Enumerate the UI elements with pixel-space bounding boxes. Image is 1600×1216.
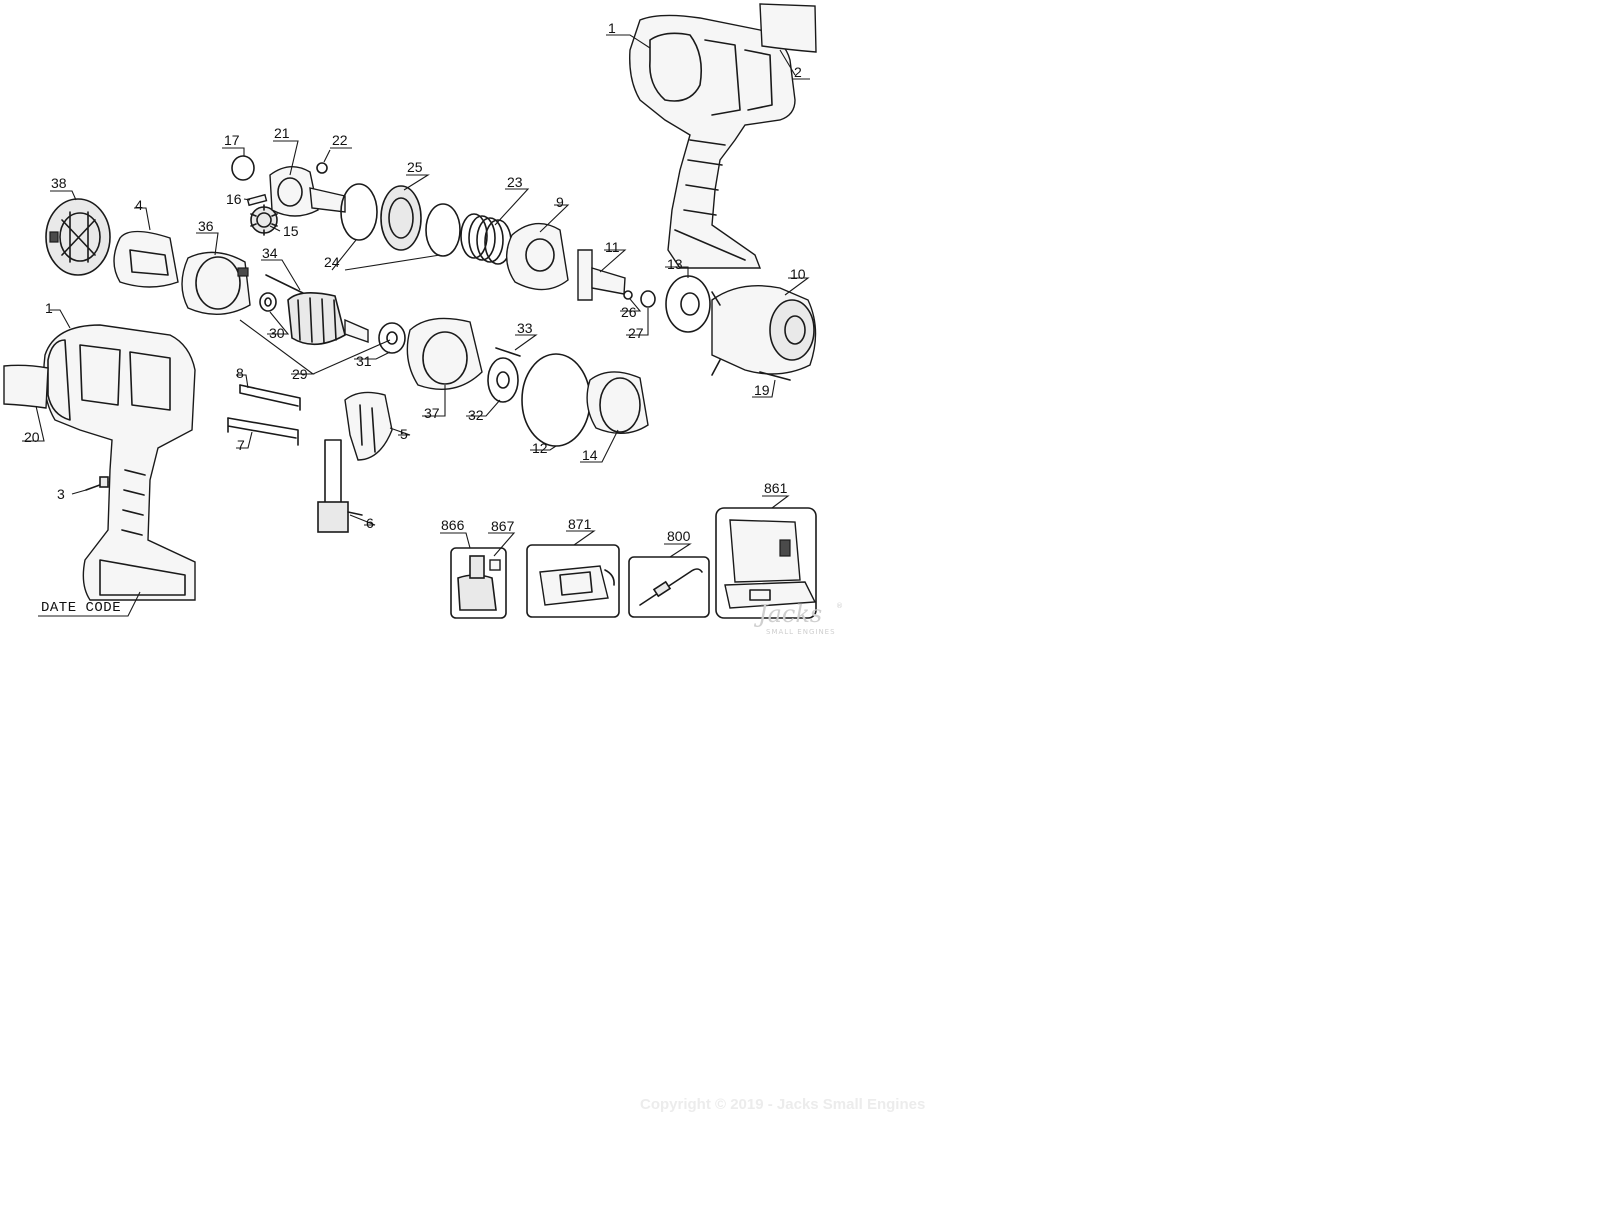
case-861-box <box>715 507 817 619</box>
anvil-11-drawing <box>577 249 626 301</box>
callout-8: 8 <box>236 365 244 381</box>
pin-33-drawing <box>495 347 521 357</box>
callout-5: 5 <box>400 426 408 442</box>
callout-22: 22 <box>332 132 348 148</box>
washer-31-drawing <box>378 322 406 354</box>
callout-21: 21 <box>274 125 290 141</box>
callout-34: 34 <box>262 245 278 261</box>
callout-3: 3 <box>57 486 65 502</box>
ring-gear-14-drawing <box>586 371 649 434</box>
callout-38: 38 <box>51 175 67 191</box>
gear-case-37-drawing <box>406 317 483 391</box>
callout-26: 26 <box>621 304 637 320</box>
pin-26-drawing <box>623 290 633 300</box>
callout-23: 23 <box>507 174 523 190</box>
motor-shroud-drawing <box>181 251 251 316</box>
callout-866: 866 <box>441 517 465 533</box>
pin-16-drawing <box>246 193 268 207</box>
callout-15: 15 <box>283 223 299 239</box>
callout-11: 11 <box>605 239 620 255</box>
callout-29: 29 <box>292 366 308 382</box>
nose-housing-10-drawing <box>711 285 817 376</box>
switch-6-drawing <box>317 439 363 533</box>
callout-16: 16 <box>226 191 242 207</box>
callout-1-top: 1 <box>608 20 616 36</box>
tool-800-box <box>628 556 710 618</box>
housing-half-right-drawing <box>629 14 796 269</box>
callout-9: 9 <box>556 194 564 210</box>
callout-31: 31 <box>356 353 372 369</box>
trigger-5-drawing <box>344 391 393 461</box>
lever-7-drawing <box>227 417 299 446</box>
callout-30: 30 <box>269 325 285 341</box>
housing-half-left-drawing <box>43 324 196 601</box>
label-sticker-2-drawing <box>759 3 817 53</box>
callout-17: 17 <box>224 132 240 148</box>
callout-19: 19 <box>754 382 770 398</box>
svg-text:®: ® <box>836 602 844 610</box>
screw-3-drawing <box>85 476 109 491</box>
magnet-ring-drawing <box>113 230 179 288</box>
thrust-bearing-25-drawing <box>380 185 422 251</box>
washer-32-drawing <box>487 357 519 403</box>
callout-800: 800 <box>667 528 691 544</box>
washer-13-drawing <box>665 275 711 333</box>
callout-37: 37 <box>424 405 440 421</box>
charger-871-box <box>526 544 620 618</box>
callout-20: 20 <box>24 429 40 445</box>
callout-7: 7 <box>237 437 245 453</box>
washer-24a-drawing <box>340 183 378 241</box>
callout-1-left: 1 <box>45 300 53 316</box>
callout-867: 867 <box>491 518 515 534</box>
callout-861: 861 <box>764 480 788 496</box>
spring-23-drawing <box>460 213 512 265</box>
date-code-label: DATE CODE <box>41 600 121 616</box>
hammer-9-drawing <box>506 222 569 291</box>
jacks-watermark-logo: Jacks ® SMALL ENGINES <box>753 600 844 636</box>
lever-8-drawing <box>239 384 301 411</box>
shaft-34-drawing <box>265 274 306 295</box>
battery-pack-866-867-box <box>450 547 507 619</box>
retaining-ring-27-drawing <box>640 290 656 308</box>
callout-14: 14 <box>582 447 598 463</box>
callout-36: 36 <box>198 218 214 234</box>
label-sticker-20-drawing <box>3 364 49 409</box>
screw-19-drawing <box>759 371 791 381</box>
callout-24: 24 <box>324 254 340 270</box>
bearing-30-drawing <box>259 292 277 312</box>
ball-22-drawing <box>316 162 328 174</box>
washer-17-drawing <box>231 155 255 181</box>
svg-text:SMALL ENGINES: SMALL ENGINES <box>766 628 836 636</box>
callout-12: 12 <box>532 440 548 456</box>
callout-10: 10 <box>790 266 806 282</box>
callout-13: 13 <box>667 256 683 272</box>
callout-25: 25 <box>407 159 423 175</box>
copyright-notice: Copyright © 2019 - Jacks Small Engines <box>640 1096 926 1113</box>
callout-6: 6 <box>366 515 374 531</box>
leader-lines <box>22 34 810 617</box>
washer-24b-drawing <box>425 203 461 257</box>
callout-32: 32 <box>468 407 484 423</box>
svg-text:Jacks: Jacks <box>753 600 822 628</box>
carrier-spindle-drawing <box>269 166 346 217</box>
o-ring-12-drawing <box>521 353 591 447</box>
callout-871: 871 <box>568 516 592 532</box>
motor-end-cap-drawing <box>45 198 111 276</box>
callout-27: 27 <box>628 325 644 341</box>
callout-2: 2 <box>794 64 802 80</box>
callout-4: 4 <box>135 197 143 213</box>
armature-29-drawing <box>287 292 369 346</box>
callout-33: 33 <box>517 320 533 336</box>
